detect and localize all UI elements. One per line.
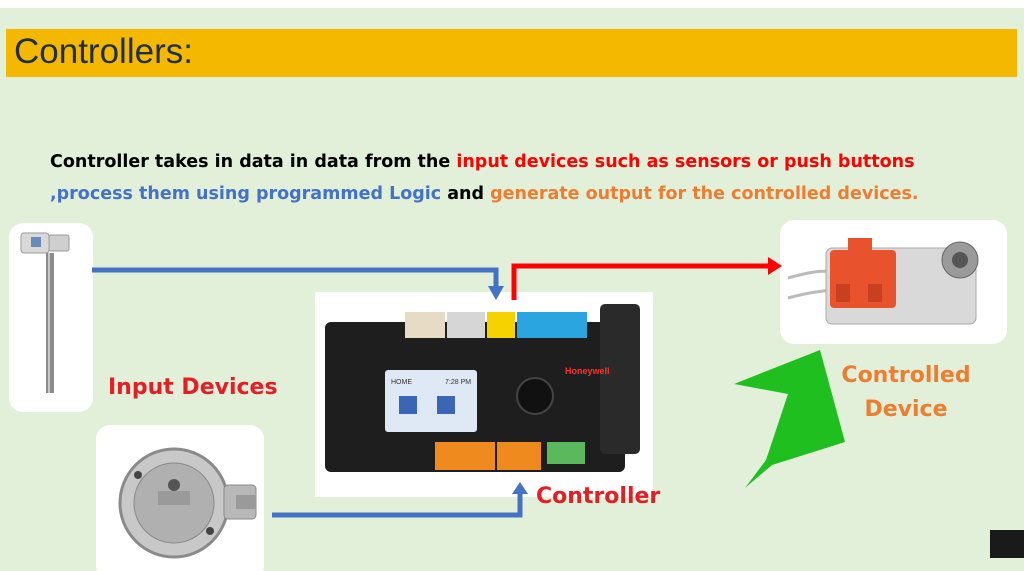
green-arrow bbox=[734, 350, 845, 488]
description-part-1: Controller takes in data in data from th… bbox=[50, 152, 457, 172]
controller-screen-time: 7:28 PM bbox=[445, 379, 471, 386]
actuator-icon bbox=[787, 238, 979, 325]
input-devices-label: Input Devices bbox=[108, 375, 278, 400]
controller-brand-label: Honeywell bbox=[565, 366, 610, 376]
title-bar: Controllers: bbox=[6, 29, 1017, 77]
temperature-sensor-icon bbox=[20, 232, 70, 393]
controlled-device-label: Controlled Device bbox=[836, 359, 976, 427]
description-process: ,process them using programmed Logic bbox=[50, 184, 442, 204]
pressure-sensor-card bbox=[96, 425, 264, 571]
actuator-card bbox=[780, 220, 1007, 344]
description-generate-output: generate output for the controlled devic… bbox=[490, 184, 919, 204]
slide-title: Controllers: bbox=[14, 32, 193, 71]
controller-image: Honeywell HOME 7:28 PM bbox=[315, 292, 653, 497]
controlled-device-label-line-2: Device bbox=[864, 397, 948, 422]
controller-screen-home: HOME bbox=[391, 379, 412, 386]
controlled-device-label-line-1: Controlled bbox=[841, 363, 971, 388]
description: Controller takes in data in data from th… bbox=[50, 146, 1010, 210]
top-border bbox=[0, 0, 1024, 8]
controller-label: Controller bbox=[536, 484, 661, 509]
sensor-to-controller-arrow bbox=[92, 267, 499, 288]
description-input-devices: input devices such as sensors or push bu… bbox=[456, 152, 915, 172]
pressure-sensor-icon bbox=[118, 447, 257, 559]
controller-device: Honeywell HOME 7:28 PM bbox=[315, 292, 653, 497]
temperature-sensor-card bbox=[9, 223, 93, 412]
description-and: and bbox=[441, 184, 491, 204]
corner-box bbox=[990, 530, 1024, 558]
